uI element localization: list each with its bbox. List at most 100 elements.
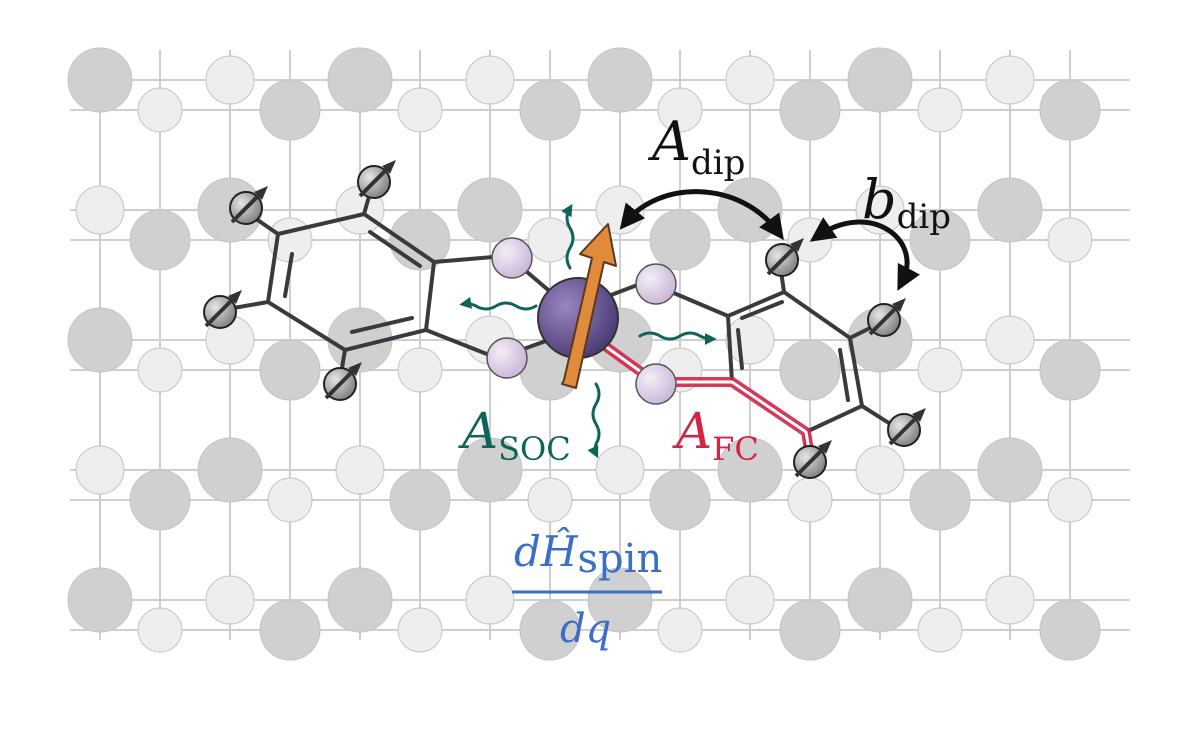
lattice-atom [595,445,645,495]
nuclear-spin-icon [793,440,832,479]
lattice-atom [519,79,581,141]
lattice-atom [787,477,833,523]
lattice-atom [75,445,125,495]
right-ring-inner-bond [838,348,850,402]
lattice-atom [205,55,255,105]
lattice-atom [67,47,133,113]
b-dip-arrow-icon [809,217,921,291]
lattice-atom [917,87,963,133]
nuclear-spin-icon [323,362,362,401]
lattice-atom [1039,599,1101,661]
lattice-atom [717,437,783,503]
fermi-contact-path [591,333,815,457]
lattice-atom [725,575,775,625]
lattice-atom [205,575,255,625]
lattice-atom [779,79,841,141]
lattice-atom [267,477,313,523]
vibration-waves [459,203,717,459]
lattice-atom [717,177,783,243]
lattice-atom [519,599,581,661]
lattice-atom [397,607,443,653]
lattice-atom [1039,79,1101,141]
b-dip-label: bdip [862,168,951,237]
lattice-atom [985,575,1035,625]
spin-hamiltonian-derivative: dĤspin dq [512,526,662,652]
lattice-atom [847,47,913,113]
lattice-atom [977,437,1043,503]
lattice-atom [75,185,125,235]
left-ring-inner-bond [283,252,294,298]
right-ring-inner-bond [740,300,784,320]
nuclear-spin-icon [765,238,804,277]
vibration-wave-arrow-icon [561,203,575,270]
lattice-atom [917,347,963,393]
lattice-atom [657,607,703,653]
derivative-numerator: dĤspin [514,526,662,582]
ligand-atom [491,237,533,279]
lattice-atom [389,469,451,531]
vibration-wave-arrow-icon [587,382,601,459]
lattice-atom [397,347,443,393]
lattice-atom [129,209,191,271]
lattice-atom [67,567,133,633]
a-fc-label: AFC [672,402,759,468]
lattice-atom [129,469,191,531]
lattice-atom [335,445,385,495]
lattice-atom [457,437,523,503]
lattice-atom [587,567,653,633]
lattice-atom [137,607,183,653]
lattice-atom [587,47,653,113]
lattice-atom [397,87,443,133]
lattice-atom [137,87,183,133]
vibration-wave-arrow-icon [638,331,717,345]
nuclear-spin-icon [357,160,396,199]
lattice-atom [977,177,1043,243]
lattice-atom [985,55,1035,105]
lattice-atom [259,339,321,401]
lattice-background [67,47,1130,661]
lattice-atom [465,55,515,105]
electron-spin-arrow-icon [561,223,617,389]
lattice-atom [1039,339,1101,401]
ligand-atom [635,363,677,405]
nuclear-spins [203,160,926,479]
lattice-atom [855,445,905,495]
lattice-atom [457,177,523,243]
ligand-atom [635,263,677,305]
lattice-atom [985,315,1035,365]
vibration-wave-arrow-icon [459,296,538,311]
a-soc-label: ASOC [458,402,571,468]
ligand-atoms [486,237,677,405]
lattice-atom [725,315,775,365]
lattice-atom [527,477,573,523]
lattice-atom [649,209,711,271]
lattice-atom [779,599,841,661]
nuclear-spin-icon [203,290,242,329]
lattice-atom [197,437,263,503]
lattice-atom [137,347,183,393]
lattice-atom [779,339,841,401]
lattice-atom [259,79,321,141]
ligand-atom [486,337,528,379]
lattice-atom [847,567,913,633]
a-dip-label: Adip [647,110,745,183]
a-dip-arrow-icon [619,189,784,241]
lattice-atom [1047,477,1093,523]
nuclear-spin-icon [887,408,926,447]
lattice-atom [1047,217,1093,263]
lattice-atom [649,469,711,531]
lattice-atom [465,575,515,625]
lattice-atom [67,307,133,373]
lattice-atom [327,47,393,113]
nuclear-spin-icon [229,186,268,225]
lattice-atom [657,87,703,133]
lattice-atom [917,607,963,653]
lattice-atom [527,217,573,263]
derivative-denominator: dq [560,606,611,652]
nuclear-spin-icon [867,298,906,337]
lattice-atom [909,469,971,531]
lattice-atom [725,55,775,105]
left-ring-inner-bond [350,316,414,334]
left-ring-inner-bond [368,230,422,268]
